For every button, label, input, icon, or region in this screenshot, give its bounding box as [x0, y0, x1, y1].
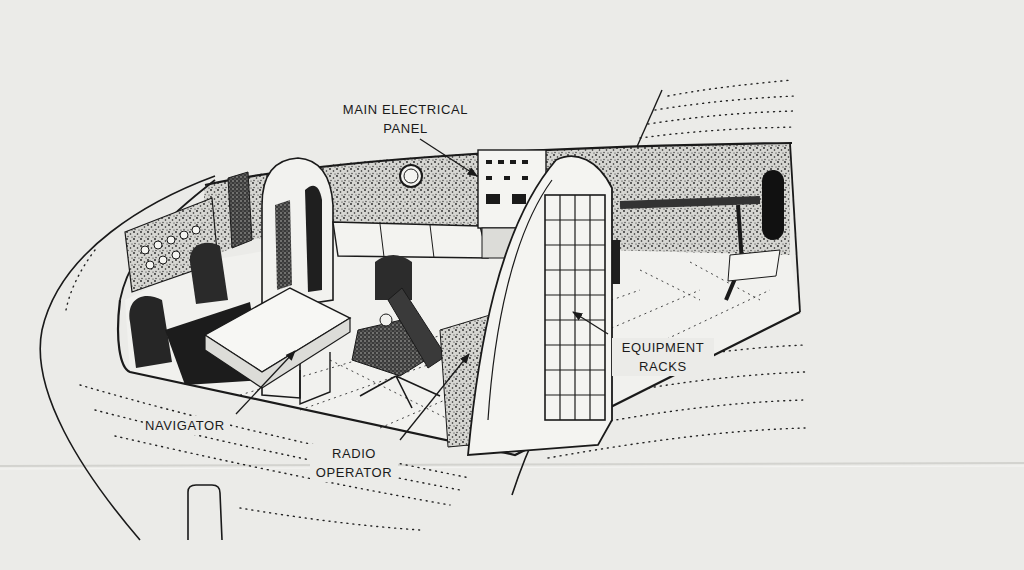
strut [726, 205, 742, 300]
stringer [240, 508, 420, 530]
cutaway-rim [790, 143, 800, 312]
callout-label: NAVIGATOR [143, 416, 227, 435]
rack-rail [574, 195, 575, 420]
rack-shelf [545, 244, 605, 245]
stringer [115, 436, 450, 505]
rack-shelf [545, 369, 605, 370]
stringer [640, 127, 795, 138]
duct [620, 200, 760, 205]
gauge [159, 256, 167, 264]
rack-rail [589, 195, 590, 420]
pilot-seat [129, 296, 172, 368]
main-frame [468, 156, 612, 455]
pilot-seat [190, 243, 228, 304]
rack-grid [545, 195, 605, 420]
cylinder [762, 170, 784, 240]
rack-shelf [545, 219, 605, 220]
stringer [668, 80, 792, 96]
cockpit-post [228, 172, 252, 248]
rack-shelf [545, 294, 605, 295]
seat-arm [388, 288, 446, 368]
rack-shelf [545, 319, 605, 320]
rack-shelf [545, 344, 605, 345]
gauge [154, 241, 162, 249]
gauge [180, 231, 188, 239]
gauge [192, 226, 200, 234]
callout-label: RADIO OPERATOR [310, 444, 398, 482]
stringer [655, 96, 795, 110]
switch [486, 160, 492, 164]
leader-line [400, 354, 469, 440]
seat-pedestal [360, 376, 440, 408]
hatch [188, 485, 222, 540]
gauge [172, 251, 180, 259]
gauge [167, 236, 175, 244]
leader-lines [236, 139, 608, 440]
equipment-rack [545, 195, 605, 420]
rack-rail [559, 195, 560, 420]
stringer [648, 111, 795, 124]
panel [275, 200, 292, 290]
switch [486, 176, 492, 180]
switch [522, 176, 528, 180]
frame-flange [488, 180, 552, 420]
gauge [146, 261, 154, 269]
switch [504, 176, 510, 180]
desk-edge [205, 318, 350, 388]
rack-shelf [545, 269, 605, 270]
leader-line [573, 312, 608, 334]
rack-shelf [545, 394, 605, 395]
desk-leg [300, 352, 330, 404]
callout-label: EQUIPMENT RACKS [612, 338, 714, 376]
seat-fitting [380, 314, 392, 326]
panel-switches [486, 160, 528, 204]
callout-label: MAIN ELECTRICAL PANEL [336, 100, 475, 138]
floor-seam [640, 270, 700, 300]
panel [305, 186, 322, 292]
gauge [141, 246, 149, 254]
fold-crease [0, 463, 1024, 466]
cabin-floor [125, 240, 800, 455]
cutaway-rim [118, 300, 800, 455]
floor-hatch [728, 250, 780, 281]
table-seam [430, 225, 434, 258]
switch [522, 160, 528, 164]
leader-line [420, 139, 477, 176]
meter [486, 194, 500, 204]
switch [498, 160, 504, 164]
fold-crease [0, 466, 1024, 469]
porthole [404, 169, 418, 183]
porthole [400, 165, 422, 187]
table-seam [380, 224, 384, 257]
leader-line [236, 351, 295, 414]
stringer-lines [66, 80, 805, 530]
seat-back [375, 255, 412, 300]
meter [512, 194, 526, 204]
work-table [333, 222, 488, 258]
switch [510, 160, 516, 164]
